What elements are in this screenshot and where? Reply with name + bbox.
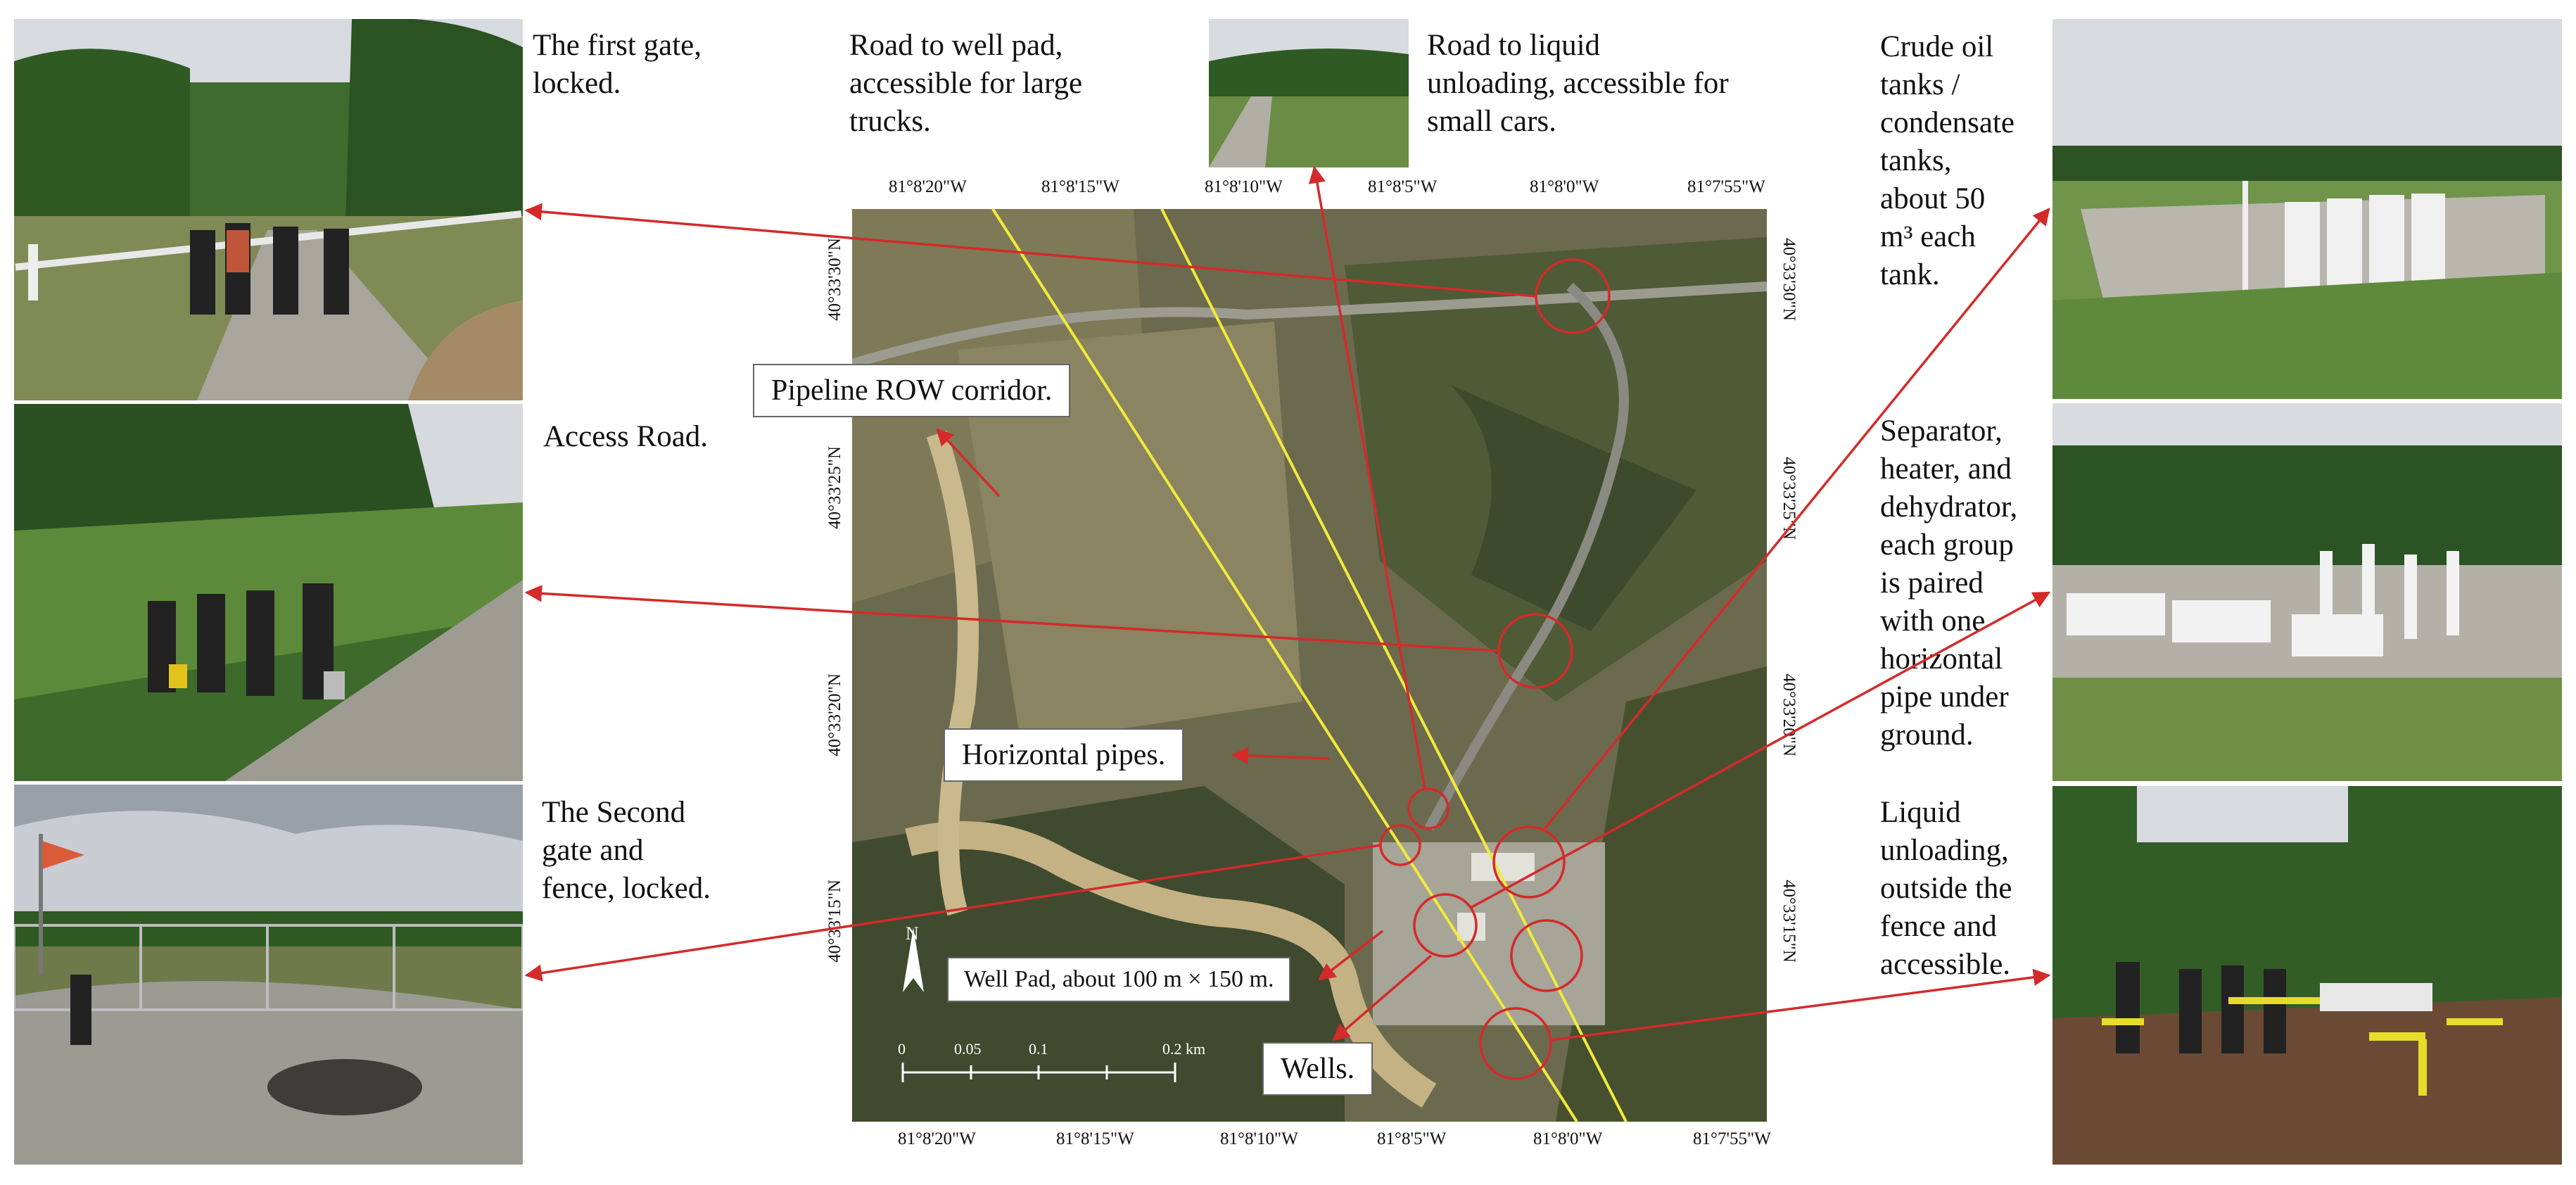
photo-crude-oil-tanks: [2052, 19, 2562, 399]
top-tick: 81°7'55"W: [1687, 177, 1765, 196]
scale-label-3: 0.2 km: [1162, 1040, 1206, 1058]
left-tick: 40°33'25"N: [825, 446, 844, 529]
right-tick: 40°33'30"N: [1779, 238, 1798, 321]
caption-second-gate: The Second gate and fence, locked.: [542, 796, 711, 905]
label-wells: Wells.: [1262, 1042, 1373, 1096]
photo-second-gate: [14, 785, 523, 1165]
photo-access-road: [14, 404, 523, 781]
label-horizontal-pipes: Horizontal pipes.: [944, 728, 1184, 782]
caption-liquid-unloading: Liquid unloading, outside the fence and …: [1880, 796, 2012, 981]
top-tick: 81°8'10"W: [1205, 177, 1283, 196]
photo-road-to-liquid-unloading: [1209, 19, 1409, 167]
bottom-tick: 81°8'20"W: [898, 1129, 976, 1148]
label-well-pad: Well Pad, about 100 m × 150 m.: [947, 957, 1291, 1002]
left-tick: 40°33'15"N: [825, 880, 844, 963]
caption-access-road: Access Road.: [543, 420, 709, 453]
photo-separator: [2052, 403, 2562, 781]
bottom-tick: 81°7'55"W: [1693, 1129, 1771, 1148]
right-tick: 40°33'25"N: [1779, 457, 1798, 540]
top-tick: 81°8'0"W: [1530, 177, 1599, 196]
left-tick: 40°33'30"N: [825, 238, 844, 321]
caption-first-gate: The first gate, locked.: [533, 29, 702, 100]
top-tick: 81°8'5"W: [1368, 177, 1438, 196]
north-label: N: [906, 923, 919, 944]
photo-liquid-unloading: [2052, 786, 2562, 1165]
top-tick: 81°8'15"W: [1041, 177, 1119, 196]
caption-road-to-well-pad: Road to well pad, accessible for large t…: [849, 29, 1083, 138]
bottom-tick: 81°8'5"W: [1377, 1129, 1447, 1148]
bottom-tick: 81°8'15"W: [1056, 1129, 1134, 1148]
caption-separator: Separator, heater, and dehydrator, each …: [1880, 414, 2018, 752]
bottom-tick: 81°8'0"W: [1533, 1129, 1603, 1148]
label-pipeline-row: Pipeline ROW corridor.: [753, 364, 1071, 417]
right-tick: 40°33'20"N: [1779, 673, 1798, 756]
caption-crude-oil-tanks: Crude oil tanks / condensate tanks, abou…: [1880, 30, 2015, 291]
photo-first-gate: [14, 19, 523, 400]
scale-label-0: 0: [898, 1040, 906, 1058]
scale-label-2: 0.1: [1029, 1040, 1048, 1058]
bottom-tick: 81°8'10"W: [1220, 1129, 1298, 1148]
top-tick: 81°8'20"W: [889, 177, 967, 196]
left-tick: 40°33'20"N: [825, 673, 844, 756]
right-tick: 40°33'15"N: [1779, 880, 1798, 963]
scale-label-1: 0.05: [954, 1040, 982, 1058]
caption-road-to-liquid-unloading: Road to liquid unloading, accessible for…: [1427, 29, 1729, 138]
